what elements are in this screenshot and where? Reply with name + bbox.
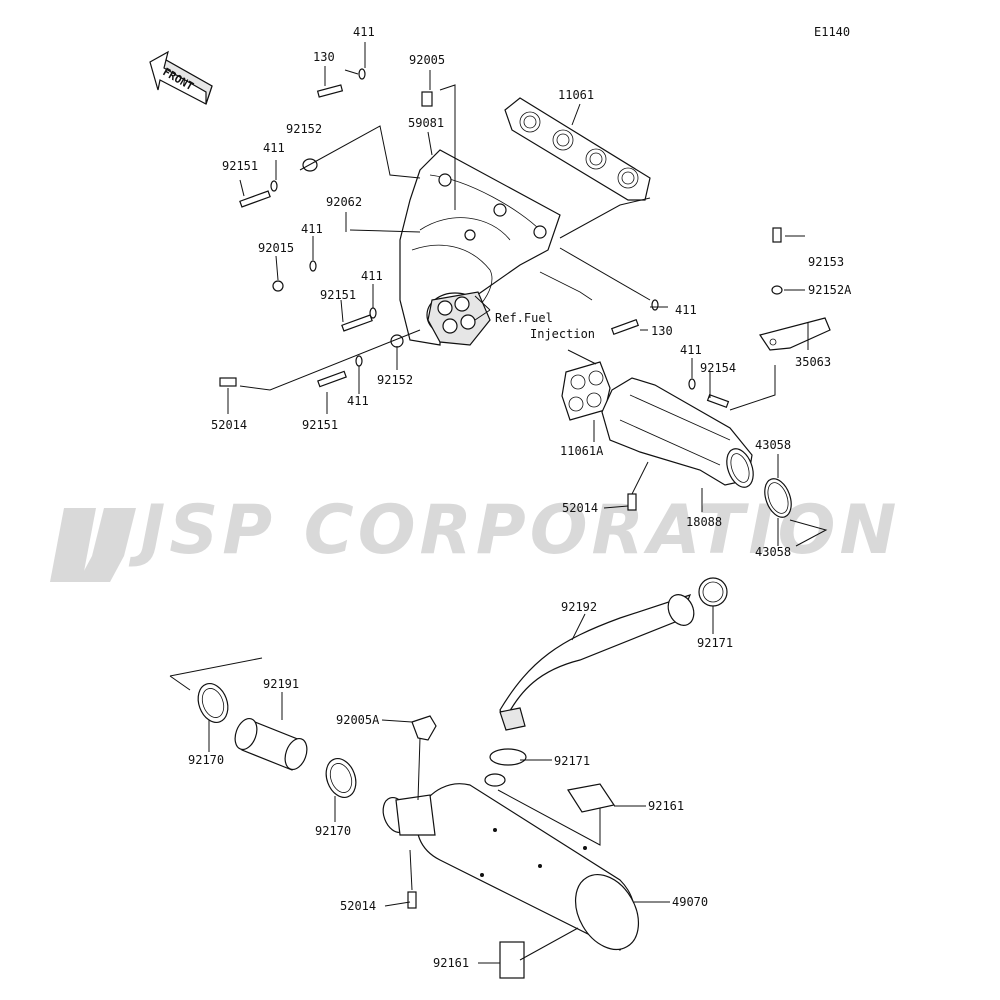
part-label: 411 [263, 141, 285, 155]
bolt-92153 [772, 227, 782, 243]
clamp-92171-lower [489, 748, 527, 766]
front-arrow-icon: FRONT [149, 50, 213, 105]
part-label: 43058 [755, 545, 791, 559]
part-label: 411 [347, 394, 369, 408]
clamp-92170-right [325, 758, 357, 798]
part-label: 92005A [336, 713, 380, 727]
part-label: 92151 [320, 288, 356, 302]
diagram-code: E1140 [814, 25, 850, 39]
part-label: 11061 [558, 88, 594, 102]
gasket-11061 [504, 97, 651, 201]
part-label: 92154 [700, 361, 736, 375]
part-label: 92161 [433, 956, 469, 970]
part-label: 92153 [808, 255, 844, 269]
part-label: 92062 [326, 195, 362, 209]
part-label: 411 [680, 343, 702, 357]
part-label: 92192 [561, 600, 597, 614]
part-label: 49070 [672, 895, 708, 909]
part-label: 411 [675, 303, 697, 317]
tail-pipe-92192 [499, 594, 695, 731]
part-label: 92191 [263, 677, 299, 691]
part-label: 92171 [697, 636, 733, 650]
part-label: 59081 [408, 116, 444, 130]
collar-92152A [771, 285, 783, 295]
part-label: 411 [353, 25, 375, 39]
muffler-49070 [382, 773, 640, 951]
exhaust-manifold [399, 149, 561, 346]
part-label: 92015 [258, 241, 294, 255]
part-label: 92171 [554, 754, 590, 768]
ref-note-line1: Ref.Fuel [495, 311, 553, 325]
part-label: 92005 [409, 53, 445, 67]
part-label: 92151 [222, 159, 258, 173]
part-label: 92151 [302, 418, 338, 432]
watermark-logo [50, 508, 136, 582]
part-label: 52014 [211, 418, 247, 432]
label-92161-upper [567, 783, 615, 813]
part-label: 411 [361, 269, 383, 283]
part-label: 35063 [795, 355, 831, 369]
part-label: 52014 [562, 501, 598, 515]
part-label: 130 [651, 324, 673, 338]
sleeve-92191 [234, 717, 308, 771]
ref-note-line2: Injection [530, 327, 595, 341]
part-label: 92152A [808, 283, 852, 297]
sensor-wire [539, 271, 593, 301]
ring-43058 [764, 478, 792, 518]
part-label: 18088 [686, 515, 722, 529]
part-label: 92152 [377, 373, 413, 387]
part-label: 43058 [755, 438, 791, 452]
part-label: 92170 [188, 753, 224, 767]
part-label: 92161 [648, 799, 684, 813]
clamp-92170-left [197, 683, 229, 723]
part-label: 92152 [286, 122, 322, 136]
part-label: 130 [313, 50, 335, 64]
part-label: 92170 [315, 824, 351, 838]
exhaust-pipe-18088 [601, 377, 754, 488]
part-label: 411 [301, 222, 323, 236]
leader-lines [169, 42, 828, 964]
part-label: 52014 [340, 899, 376, 913]
bracket-35063 [759, 317, 831, 351]
part-label: 11061A [560, 444, 604, 458]
